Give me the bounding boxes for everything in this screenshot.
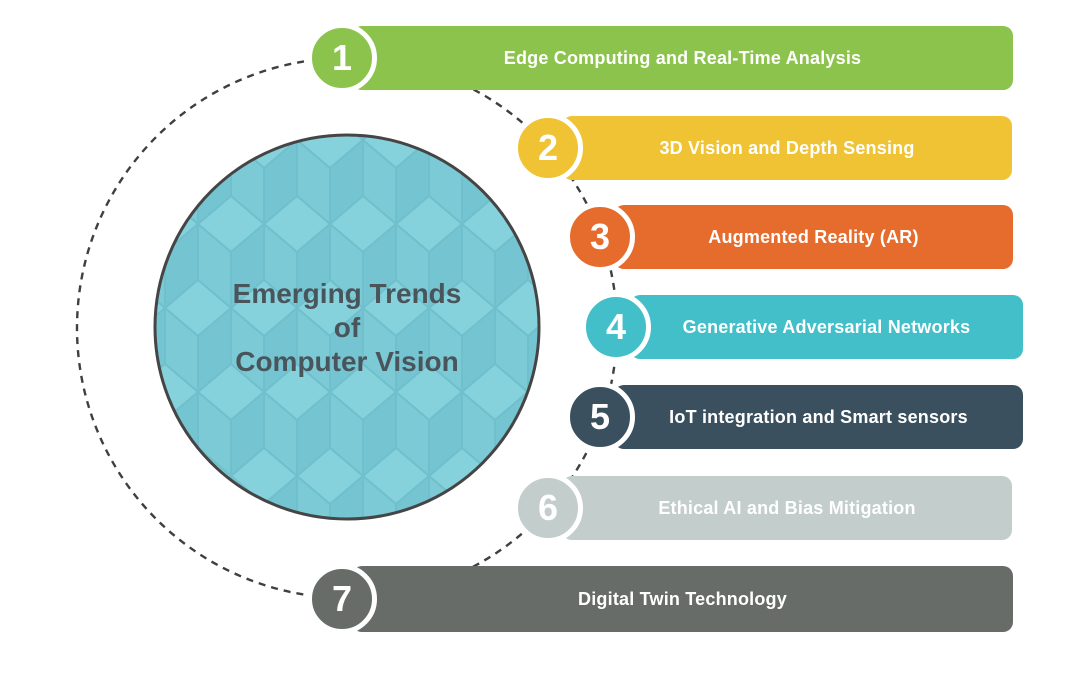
center-circle <box>153 133 541 521</box>
trend-number: 7 <box>331 578 353 619</box>
trend-bar-7: Digital Twin Technology <box>352 566 1013 632</box>
trend-number: 2 <box>537 127 559 168</box>
trend-number: 1 <box>331 37 353 78</box>
trend-bar-4: Generative Adversarial Networks <box>630 295 1023 359</box>
trend-number-circle-6: 6 <box>513 473 583 543</box>
trend-bar-label: Digital Twin Technology <box>578 588 787 609</box>
trend-bar-2: 3D Vision and Depth Sensing <box>562 116 1012 180</box>
trend-bar-label: Generative Adversarial Networks <box>682 316 971 337</box>
trend-bar-6: Ethical AI and Bias Mitigation <box>562 476 1012 540</box>
trend-bar-label: Ethical AI and Bias Mitigation <box>658 497 916 518</box>
trend-bar-label: IoT integration and Smart sensors <box>669 406 968 427</box>
trend-number-circle-2: 2 <box>513 113 583 183</box>
trend-bar-3: Augmented Reality (AR) <box>614 205 1013 269</box>
trend-bar-1: Edge Computing and Real-Time Analysis <box>352 26 1013 90</box>
trend-number-circle-7: 7 <box>307 564 377 634</box>
trend-number-circle-5: 5 <box>565 382 635 452</box>
trend-number: 4 <box>605 306 627 347</box>
trend-bar-5: IoT integration and Smart sensors <box>614 385 1023 449</box>
trend-bar-label: Augmented Reality (AR) <box>708 226 919 247</box>
trend-number: 5 <box>589 396 611 437</box>
trend-bar-label: 3D Vision and Depth Sensing <box>659 137 915 158</box>
trend-bar-label: Edge Computing and Real-Time Analysis <box>503 47 862 68</box>
center-title-line2: of <box>333 312 361 343</box>
trend-number: 3 <box>589 216 611 257</box>
trend-number-circle-1: 1 <box>307 23 377 93</box>
center-title: Emerging Trends of Computer Vision <box>147 277 547 379</box>
trend-number-circle-4: 4 <box>581 292 651 362</box>
trend-number-circle-3: 3 <box>565 202 635 272</box>
trend-number: 6 <box>537 487 559 528</box>
center-title-line3: Computer Vision <box>235 346 459 377</box>
center-title-line1: Emerging Trends <box>232 278 462 309</box>
